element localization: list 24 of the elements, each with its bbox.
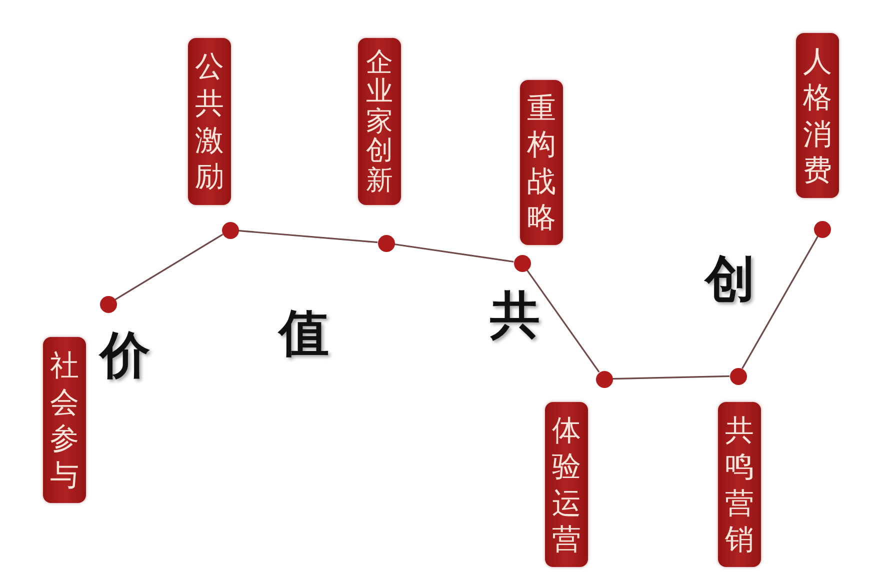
label-tag: 公共激励 (188, 38, 231, 205)
large-character: 共 (490, 290, 540, 340)
dot-marker (378, 234, 394, 252)
connector-line (394, 243, 514, 263)
label-tag: 社会参与 (43, 337, 86, 503)
connector-line (526, 269, 600, 373)
large-character: 创 (705, 254, 755, 304)
dot-marker (514, 254, 530, 272)
label-tag: 人格消费 (796, 33, 839, 198)
dot-marker (596, 370, 612, 388)
label-tag: 企业家创新 (358, 38, 401, 205)
connector-line (742, 236, 818, 370)
dot-marker (814, 220, 830, 238)
dot-marker (100, 296, 116, 312)
connector-line (114, 234, 224, 300)
connector-line (612, 375, 730, 380)
dot-marker (730, 368, 746, 384)
connector-line (238, 230, 378, 244)
label-tag: 体验运营 (545, 402, 588, 567)
large-character: 值 (279, 308, 329, 358)
label-tag: 重构战略 (520, 80, 563, 245)
label-tag: 共鸣营销 (718, 402, 761, 567)
large-character: 价 (100, 330, 150, 380)
dot-marker (222, 222, 238, 238)
